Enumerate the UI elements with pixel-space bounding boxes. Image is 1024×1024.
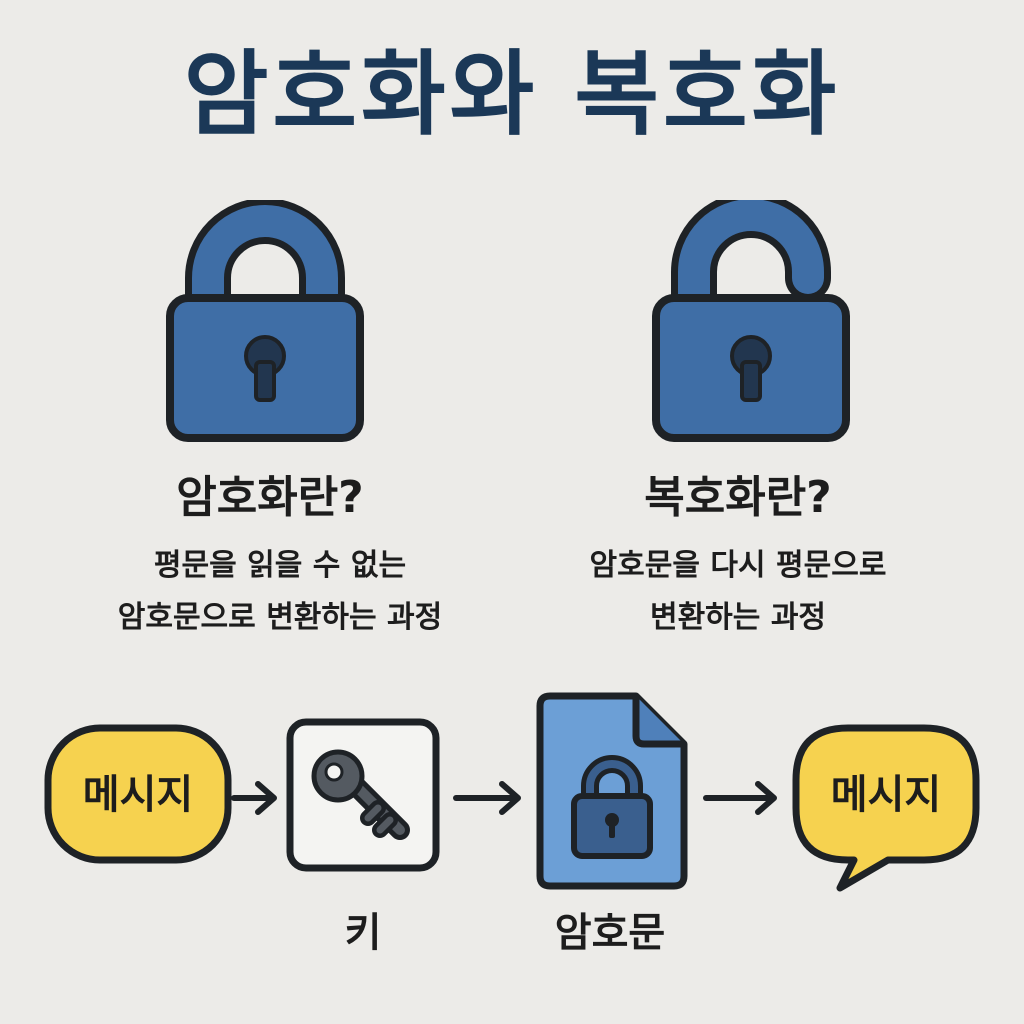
message-left-label: 메시지 xyxy=(82,772,194,818)
message-bubble-right xyxy=(792,724,980,892)
ciphertext-caption: 암호문 xyxy=(554,910,666,956)
encryption-heading: 암호화란? xyxy=(176,472,364,523)
main-title: 암호화와 복호화 xyxy=(183,41,841,148)
decryption-description-line: 암호문을 다시 평문으로 xyxy=(589,548,887,583)
message-bubble-left xyxy=(44,724,232,864)
key-caption: 키 xyxy=(344,910,382,956)
arrow-right-icon xyxy=(703,781,777,815)
lock-open-icon xyxy=(652,200,850,442)
message-right-label: 메시지 xyxy=(830,772,942,818)
encryption-description-line: 암호문으로 변환하는 과정 xyxy=(117,600,443,635)
encrypted-document-icon xyxy=(536,692,688,890)
lock-closed-icon xyxy=(166,200,364,442)
decryption-description: 암호문을 다시 평문으로 변환하는 과정 xyxy=(508,540,968,644)
decryption-heading: 복호화란? xyxy=(644,472,832,523)
encryption-description: 평문을 읽을 수 없는 암호문으로 변환하는 과정 xyxy=(50,540,510,644)
flow-diagram xyxy=(44,692,980,892)
decryption-description-line: 변환하는 과정 xyxy=(649,600,827,635)
encryption-description-line: 평문을 읽을 수 없는 xyxy=(153,548,407,583)
arrow-right-icon xyxy=(453,781,521,815)
arrow-right-icon xyxy=(231,781,277,815)
key-icon xyxy=(311,749,410,840)
